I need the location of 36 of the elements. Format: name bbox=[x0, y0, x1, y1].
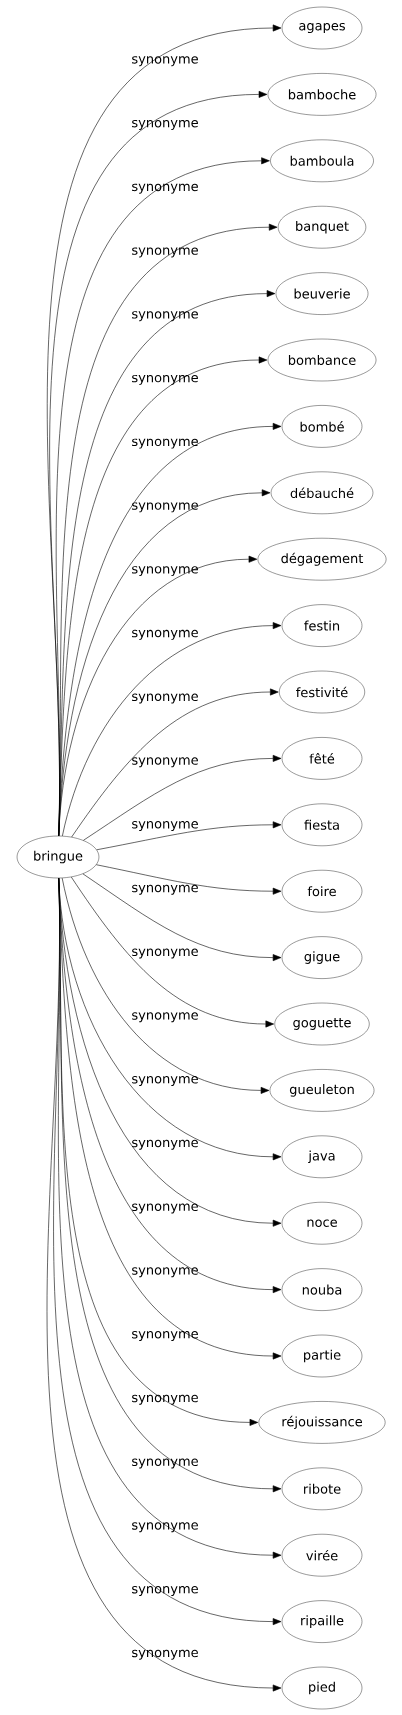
edge-label: synonyme bbox=[132, 948, 198, 959]
edge-label: synonyme bbox=[132, 1458, 198, 1469]
edge-label: synonyme bbox=[132, 1076, 198, 1087]
edge-label: synonyme bbox=[132, 1267, 198, 1278]
edge-label: synonyme bbox=[132, 56, 198, 67]
edge-label: synonyme bbox=[132, 1203, 198, 1214]
edge-label: synonyme bbox=[132, 884, 198, 895]
arrow bbox=[58, 877, 282, 1227]
edge-label: synonyme bbox=[132, 1139, 198, 1150]
arrow bbox=[96, 864, 282, 895]
edge-label: synonyme bbox=[132, 693, 198, 704]
edge-label: synonyme bbox=[132, 183, 198, 194]
edge-label: synonyme bbox=[132, 374, 198, 385]
arrow bbox=[62, 622, 282, 837]
edge-label: synonyme bbox=[132, 1331, 198, 1342]
arrow bbox=[71, 688, 279, 838]
edge-label: synonyme bbox=[132, 1649, 198, 1660]
edge-label: synonyme bbox=[132, 119, 198, 130]
arrow bbox=[61, 877, 270, 1094]
arrow bbox=[82, 873, 282, 962]
edge-label: synonyme bbox=[132, 1012, 198, 1023]
edge-label: synonyme bbox=[132, 1522, 198, 1533]
edge-label: synonyme bbox=[132, 566, 198, 577]
edge-label: synonyme bbox=[132, 757, 198, 768]
arrow bbox=[58, 555, 258, 837]
edge-label: synonyme bbox=[132, 311, 198, 322]
edge-label: synonyme bbox=[132, 629, 198, 640]
arrow bbox=[83, 754, 282, 841]
edge-label: synonyme bbox=[132, 438, 198, 449]
edge-label: synonyme bbox=[132, 1586, 198, 1596]
edge-label: synonyme bbox=[132, 502, 198, 513]
edge-label: synonyme bbox=[132, 821, 198, 832]
edge-label: synonyme bbox=[132, 247, 198, 258]
arrow bbox=[96, 821, 282, 851]
edge-label: synonyme bbox=[132, 1394, 198, 1405]
arrow bbox=[71, 876, 274, 1028]
